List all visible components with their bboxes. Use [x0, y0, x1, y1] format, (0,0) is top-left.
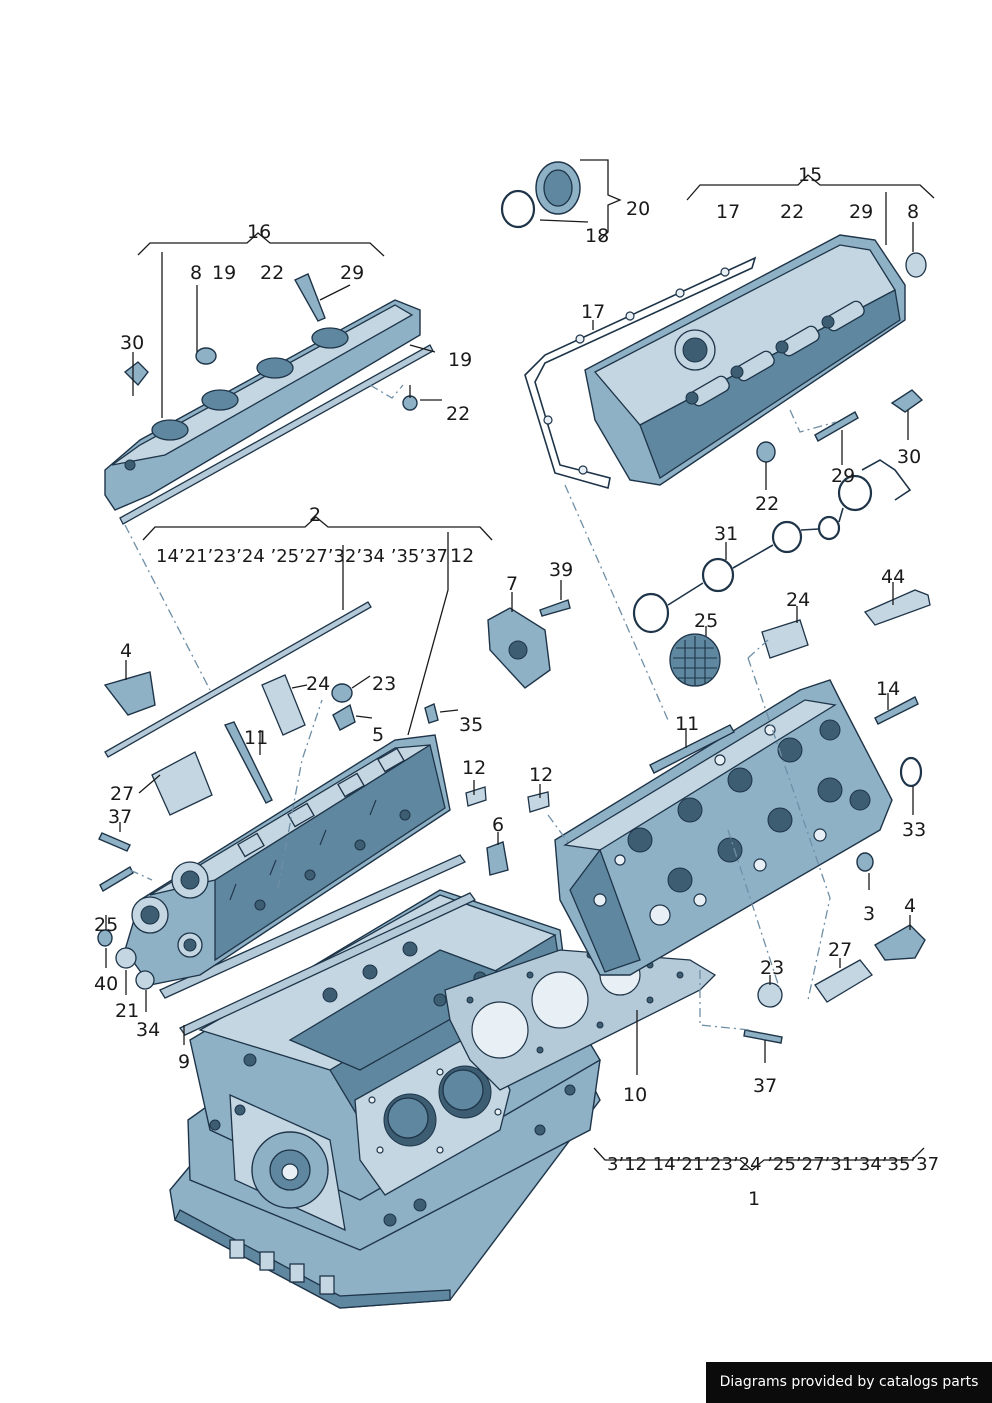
callout-11: 11 — [675, 713, 699, 735]
cylinder-head-left-icon — [124, 734, 451, 986]
callout-17: 17 — [581, 301, 605, 323]
callout-12: 12 — [529, 764, 553, 786]
callout-1-list: 3’12 14’21’23’24 ’25’27’31’34’35’37 — [607, 1154, 939, 1175]
clip-icon — [465, 786, 487, 807]
callout-23: 23 — [760, 957, 784, 979]
cylinder-head-right-icon — [554, 679, 893, 976]
guide-icon — [151, 751, 213, 816]
callout-35: 35 — [459, 714, 483, 736]
callout-25: 25 — [694, 610, 718, 632]
callout-1: 1 — [748, 1188, 760, 1210]
callout-3: 3 — [863, 903, 875, 925]
oil-filler-cap-icon — [500, 161, 581, 229]
callout-15: 15 — [798, 164, 822, 186]
callout-24: 24 — [786, 589, 810, 611]
callout-21: 21 — [115, 1000, 139, 1022]
seal-chain-icon — [632, 459, 912, 634]
callout-39: 39 — [549, 559, 573, 581]
callout-4: 4 — [120, 640, 132, 662]
attribution-banner: Diagrams provided by catalogs parts — [706, 1362, 992, 1403]
tappet-icon — [761, 619, 809, 659]
callout-29: 29 — [340, 262, 364, 284]
callout-7: 7 — [506, 573, 518, 595]
callout-40: 40 — [94, 973, 118, 995]
callout-22: 22 — [446, 403, 470, 425]
callout-27: 27 — [828, 939, 852, 961]
leader-lines — [105, 159, 935, 1171]
callout-18: 18 — [585, 225, 609, 247]
callout-9: 9 — [178, 1051, 190, 1073]
callout-33: 33 — [902, 819, 926, 841]
callout-19: 19 — [212, 262, 236, 284]
valve-cover-left-icon — [104, 299, 434, 525]
callout-27: 27 — [110, 783, 134, 805]
dashed-guide-lines — [124, 384, 837, 1031]
callout-14: 14 — [876, 678, 900, 700]
callout-34: 34 — [136, 1019, 160, 1041]
callout-22: 22 — [755, 493, 779, 515]
head-gasket-left-icon — [159, 854, 466, 999]
callout-22: 22 — [780, 201, 804, 223]
callout-2: 2 — [309, 504, 321, 526]
callout-11: 11 — [244, 727, 268, 749]
callout-30: 30 — [120, 332, 144, 354]
valve-cover-right-icon — [524, 234, 906, 490]
callout-8: 8 — [907, 201, 919, 223]
attribution-text: Diagrams provided by catalogs parts — [719, 1374, 979, 1390]
callout-37: 37 — [108, 806, 132, 828]
callout-30: 30 — [897, 446, 921, 468]
callout-20: 20 — [626, 198, 650, 220]
callout-29: 29 — [849, 201, 873, 223]
callout-37: 37 — [753, 1075, 777, 1097]
callout-24: 24 — [306, 673, 330, 695]
callout-23: 23 — [372, 673, 396, 695]
housing-icon — [103, 671, 156, 716]
callout-44: 44 — [881, 566, 905, 588]
callout-29: 29 — [831, 465, 855, 487]
bolt-icon — [98, 273, 919, 1044]
callout-12: 12 — [450, 545, 474, 567]
callout-12: 12 — [462, 757, 486, 779]
callout-25: 25 — [94, 914, 118, 936]
callout-17: 17 — [716, 201, 740, 223]
callout-16: 16 — [247, 221, 271, 243]
bush-icon — [486, 841, 509, 876]
callout-2-list: 14’21’23’24 ’25’27’32’34 ’35’37 — [156, 546, 448, 567]
callout-labels: 20 18 15 17 22 29 8 16 8 19 22 29 30 19 … — [94, 164, 939, 1210]
callout-31: 31 — [714, 523, 738, 545]
head-gasket-right-icon — [444, 949, 717, 1091]
callout-10: 10 — [623, 1084, 647, 1106]
callout-22: 22 — [260, 262, 284, 284]
callout-6: 6 — [492, 814, 504, 836]
callout-19: 19 — [448, 349, 472, 371]
callout-4: 4 — [904, 895, 916, 917]
callout-5: 5 — [372, 724, 384, 746]
sealant-tube-icon — [863, 589, 931, 626]
callout-8: 8 — [190, 262, 202, 284]
